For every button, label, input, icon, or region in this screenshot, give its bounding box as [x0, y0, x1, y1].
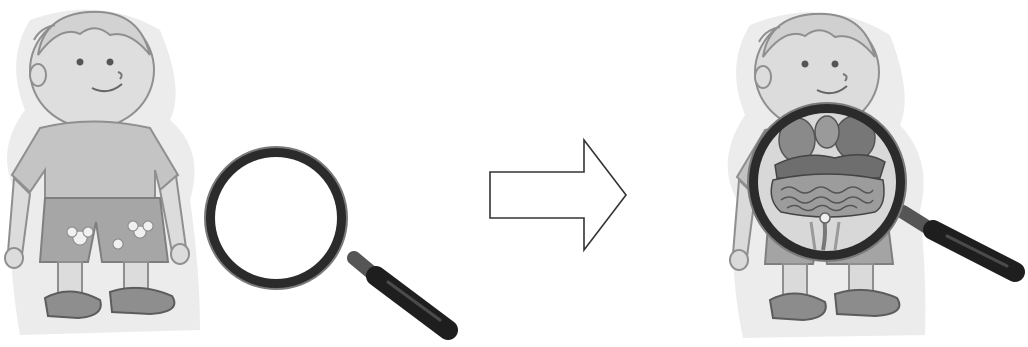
transition-arrow	[484, 132, 634, 258]
boy-ear	[30, 64, 46, 86]
boy-shoe-left	[45, 291, 101, 318]
boy-figure	[5, 10, 200, 335]
boy-eye-right	[107, 59, 114, 66]
magnifying-glass	[205, 147, 448, 330]
after-panel	[715, 0, 1028, 347]
boy-ear	[755, 66, 771, 88]
magnifier-handle	[376, 276, 448, 330]
magnifier-lens	[210, 152, 342, 284]
boy-eye-left	[77, 59, 84, 66]
boy-eye-left	[802, 61, 809, 68]
right-arrow-icon	[484, 132, 634, 258]
boy-eye-right	[832, 61, 839, 68]
before-panel	[0, 0, 470, 347]
boy-shoe-left	[770, 293, 826, 320]
before-illustration	[0, 0, 470, 347]
after-illustration	[715, 0, 1028, 347]
